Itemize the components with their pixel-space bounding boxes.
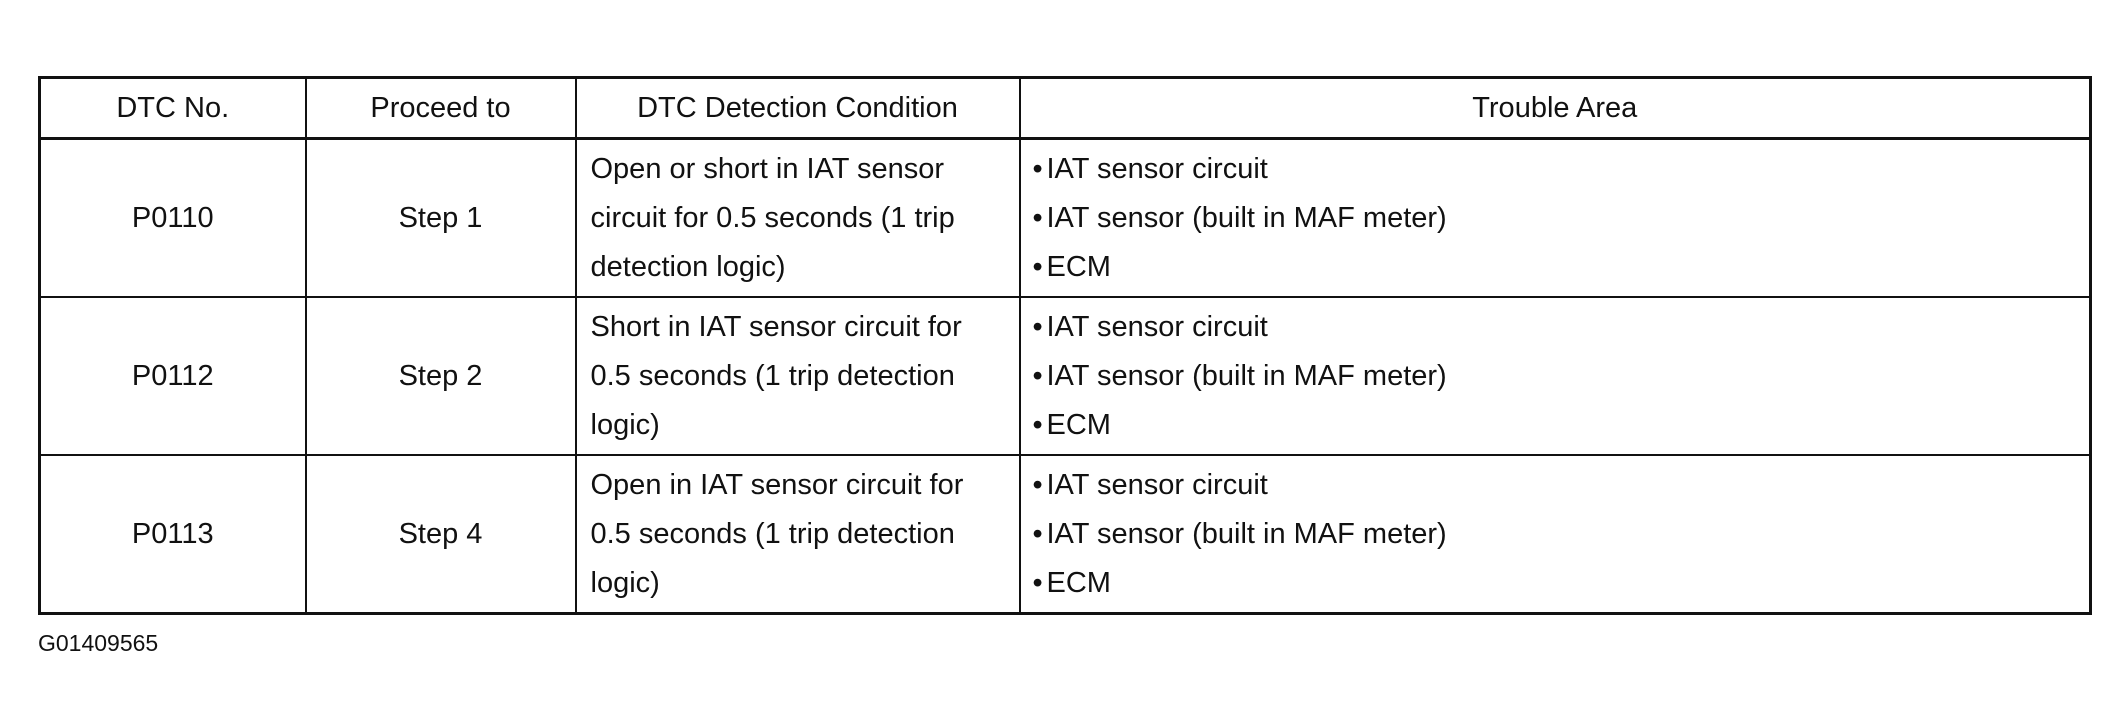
dtc-code-cell: P0113 <box>38 454 307 615</box>
header-detection-condition: DTC Detection Condition <box>574 76 1021 140</box>
header-proceed-to: Proceed to <box>304 76 577 140</box>
trouble-area-item: •IAT sensor circuit <box>1033 303 2080 352</box>
detection-condition-cell: Open or short in IAT sensor circuit for … <box>574 137 1021 298</box>
trouble-area-text: IAT sensor circuit <box>1046 152 1268 185</box>
proceed-step-cell: Step 1 <box>304 137 577 298</box>
trouble-area-text: IAT sensor circuit <box>1046 468 1268 501</box>
trouble-area-item: •ECM <box>1033 559 2080 608</box>
detection-condition-cell: Open in IAT sensor circuit for 0.5 secon… <box>574 454 1021 615</box>
dtc-table: DTC No. Proceed to DTC Detection Conditi… <box>38 76 2092 615</box>
bullet-icon: • <box>1032 359 1043 392</box>
bullet-icon: • <box>1032 201 1043 234</box>
trouble-area-item: •IAT sensor circuit <box>1033 461 2080 510</box>
trouble-area-text: IAT sensor (built in MAF meter) <box>1046 517 1447 550</box>
bullet-icon: • <box>1032 152 1043 185</box>
bullet-icon: • <box>1032 250 1043 283</box>
trouble-area-item: •ECM <box>1033 243 2080 292</box>
bullet-icon: • <box>1032 517 1043 550</box>
trouble-area-cell: •IAT sensor circuit •IAT sensor (built i… <box>1018 296 2092 456</box>
proceed-step-cell: Step 2 <box>304 296 577 456</box>
dtc-code-cell: P0110 <box>38 137 307 298</box>
trouble-area-text: IAT sensor (built in MAF meter) <box>1046 201 1447 234</box>
trouble-area-cell: •IAT sensor circuit •IAT sensor (built i… <box>1018 137 2092 298</box>
figure-id: G01409565 <box>38 630 159 656</box>
proceed-step-cell: Step 4 <box>304 454 577 615</box>
dtc-code-cell: P0112 <box>38 296 307 456</box>
trouble-area-text: ECM <box>1046 566 1111 599</box>
trouble-area-item: •IAT sensor circuit <box>1033 145 2080 194</box>
table-header-row: DTC No. Proceed to DTC Detection Conditi… <box>38 76 2092 140</box>
header-trouble-area: Trouble Area <box>1018 76 2092 140</box>
bullet-icon: • <box>1032 566 1043 599</box>
detection-condition-cell: Short in IAT sensor circuit for 0.5 seco… <box>574 296 1021 456</box>
trouble-area-cell: •IAT sensor circuit •IAT sensor (built i… <box>1018 454 2092 615</box>
table-row: P0112 Step 2 Short in IAT sensor circuit… <box>38 296 2092 456</box>
trouble-area-item: •IAT sensor (built in MAF meter) <box>1033 194 2080 243</box>
trouble-area-item: •IAT sensor (built in MAF meter) <box>1033 352 2080 401</box>
bullet-icon: • <box>1032 468 1043 501</box>
bullet-icon: • <box>1032 310 1043 343</box>
trouble-area-item: •ECM <box>1033 401 2080 450</box>
trouble-area-text: ECM <box>1046 250 1111 283</box>
trouble-area-item: •IAT sensor (built in MAF meter) <box>1033 510 2080 559</box>
trouble-area-text: ECM <box>1046 408 1111 441</box>
bullet-icon: • <box>1032 408 1043 441</box>
trouble-area-text: IAT sensor (built in MAF meter) <box>1046 359 1447 392</box>
header-dtc-no: DTC No. <box>38 76 307 140</box>
trouble-area-text: IAT sensor circuit <box>1046 310 1268 343</box>
table-row: P0113 Step 4 Open in IAT sensor circuit … <box>38 454 2092 615</box>
table-row: P0110 Step 1 Open or short in IAT sensor… <box>38 137 2092 298</box>
